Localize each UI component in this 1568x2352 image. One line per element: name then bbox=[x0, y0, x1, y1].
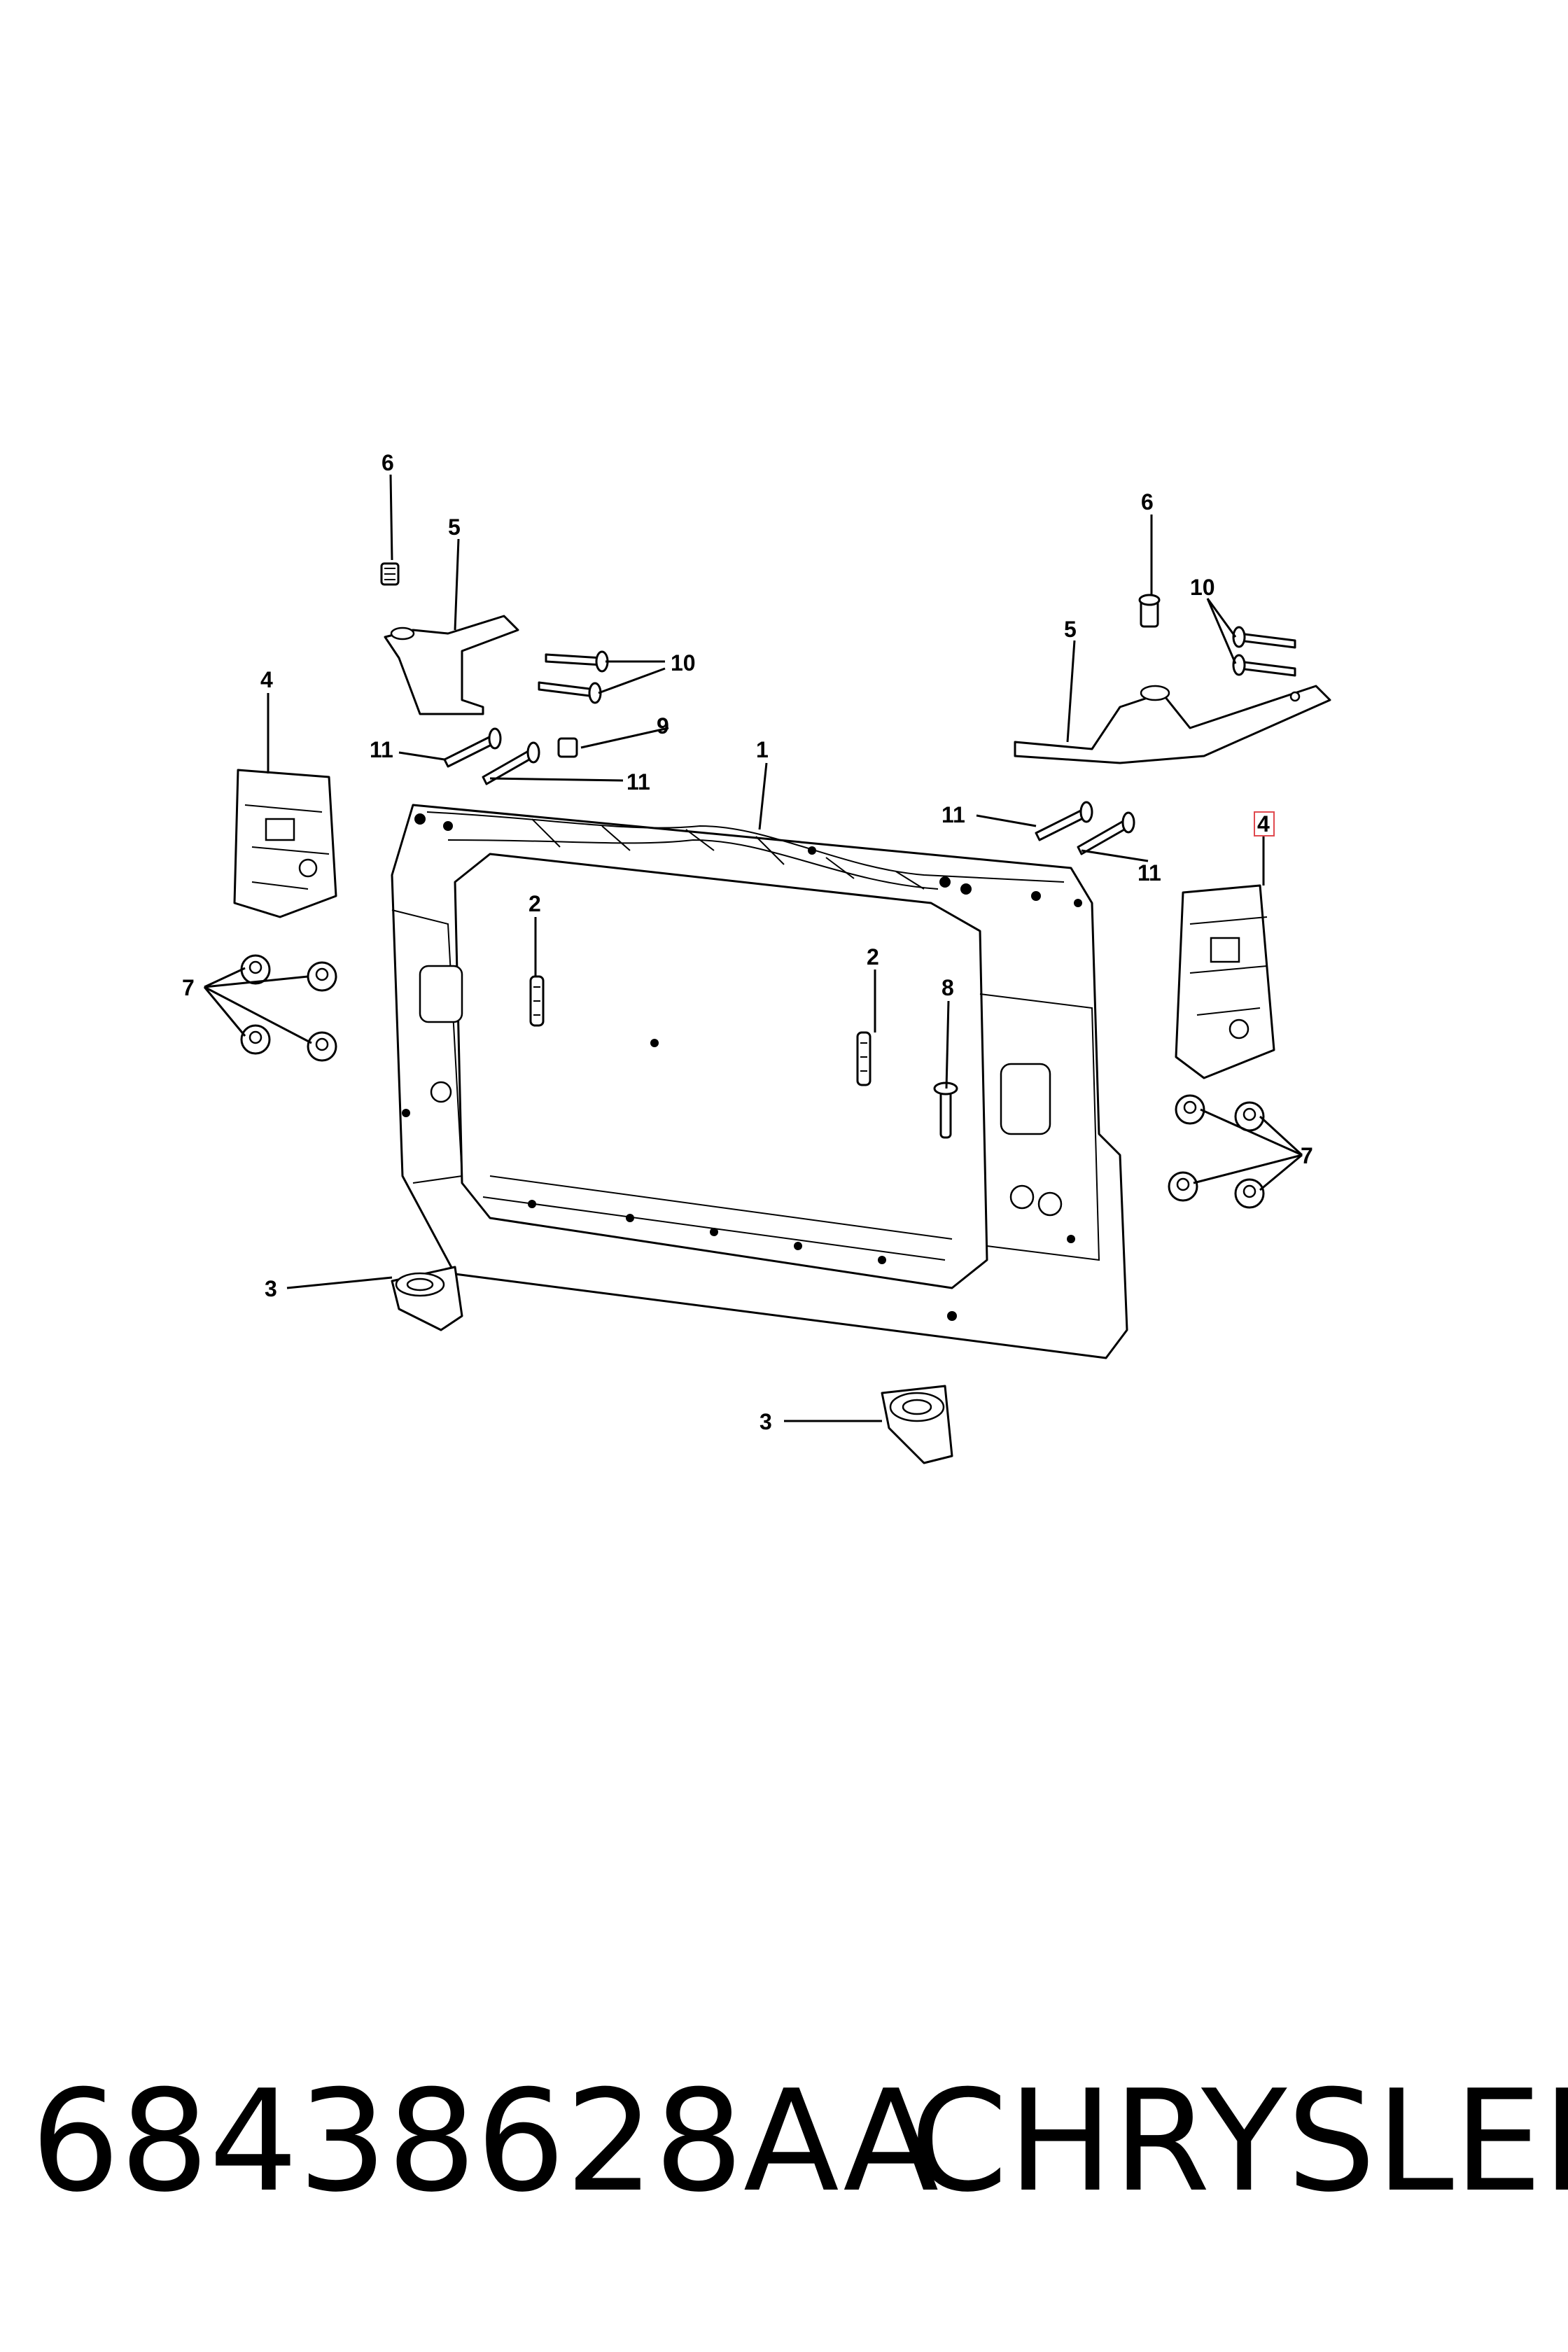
callout-4-right-highlight bbox=[1254, 811, 1275, 836]
headlamp-bracket-left bbox=[233, 769, 337, 918]
callout-1: 1 bbox=[756, 737, 769, 762]
callout-11-left-bottom: 11 bbox=[626, 769, 650, 794]
headlamp-bracket-right bbox=[1175, 884, 1275, 1079]
bolts-left bbox=[240, 954, 337, 1062]
callout-7-right: 7 bbox=[1301, 1143, 1313, 1168]
callout-7-left: 7 bbox=[182, 975, 195, 1000]
callout-10-right: 10 bbox=[1190, 575, 1215, 600]
callout-3-right: 3 bbox=[760, 1409, 772, 1434]
callout-9: 9 bbox=[657, 713, 669, 738]
callout-8: 8 bbox=[941, 975, 954, 1000]
callout-6-right: 6 bbox=[1141, 489, 1154, 514]
callout-4-right: 4 bbox=[1257, 811, 1270, 836]
callout-2-left: 2 bbox=[528, 891, 541, 916]
clip-nut bbox=[557, 737, 578, 758]
footer: 68438628AA CHRYSLER bbox=[0, 2072, 1568, 2212]
callout-11-left-top: 11 bbox=[370, 737, 393, 762]
bolts-right bbox=[1168, 1094, 1265, 1209]
callout-2-right: 2 bbox=[867, 944, 879, 969]
callout-6-left: 6 bbox=[382, 450, 394, 475]
nut-right bbox=[1138, 594, 1161, 628]
leader-lines bbox=[203, 474, 1303, 1422]
callout-4-left: 4 bbox=[260, 667, 273, 692]
radiator-support-frame bbox=[391, 804, 1128, 1359]
callout-11-right-bottom: 11 bbox=[1138, 860, 1161, 886]
nut-left bbox=[380, 562, 400, 586]
hood-latch-bracket-left bbox=[529, 975, 545, 1027]
brand-name: CHRYSLER bbox=[910, 2060, 1568, 2223]
callout-labels: 6 5 6 10 5 10 4 9 11 1 11 11 4 11 2 2 7 … bbox=[182, 450, 1313, 1434]
hood-latch-bracket-right bbox=[856, 1031, 872, 1086]
lower-isolator-bracket-right bbox=[881, 1385, 953, 1464]
callout-3-left: 3 bbox=[265, 1276, 277, 1301]
callout-10-left: 10 bbox=[671, 650, 696, 676]
callout-5-right: 5 bbox=[1064, 617, 1077, 642]
long-bolts-right bbox=[1035, 801, 1135, 855]
bolts-10-right bbox=[1232, 626, 1296, 677]
callout-5-left: 5 bbox=[448, 514, 461, 540]
part-number: 68438628AA bbox=[31, 2060, 939, 2223]
upper-bracket-left bbox=[384, 615, 519, 715]
bolts-10-left bbox=[538, 650, 609, 704]
push-pin-fastener bbox=[933, 1082, 958, 1139]
long-bolts-left bbox=[443, 727, 540, 785]
callout-11-right-top: 11 bbox=[941, 802, 965, 827]
lower-isolator-bracket-left bbox=[391, 1266, 463, 1331]
upper-bracket-right bbox=[1014, 685, 1331, 764]
